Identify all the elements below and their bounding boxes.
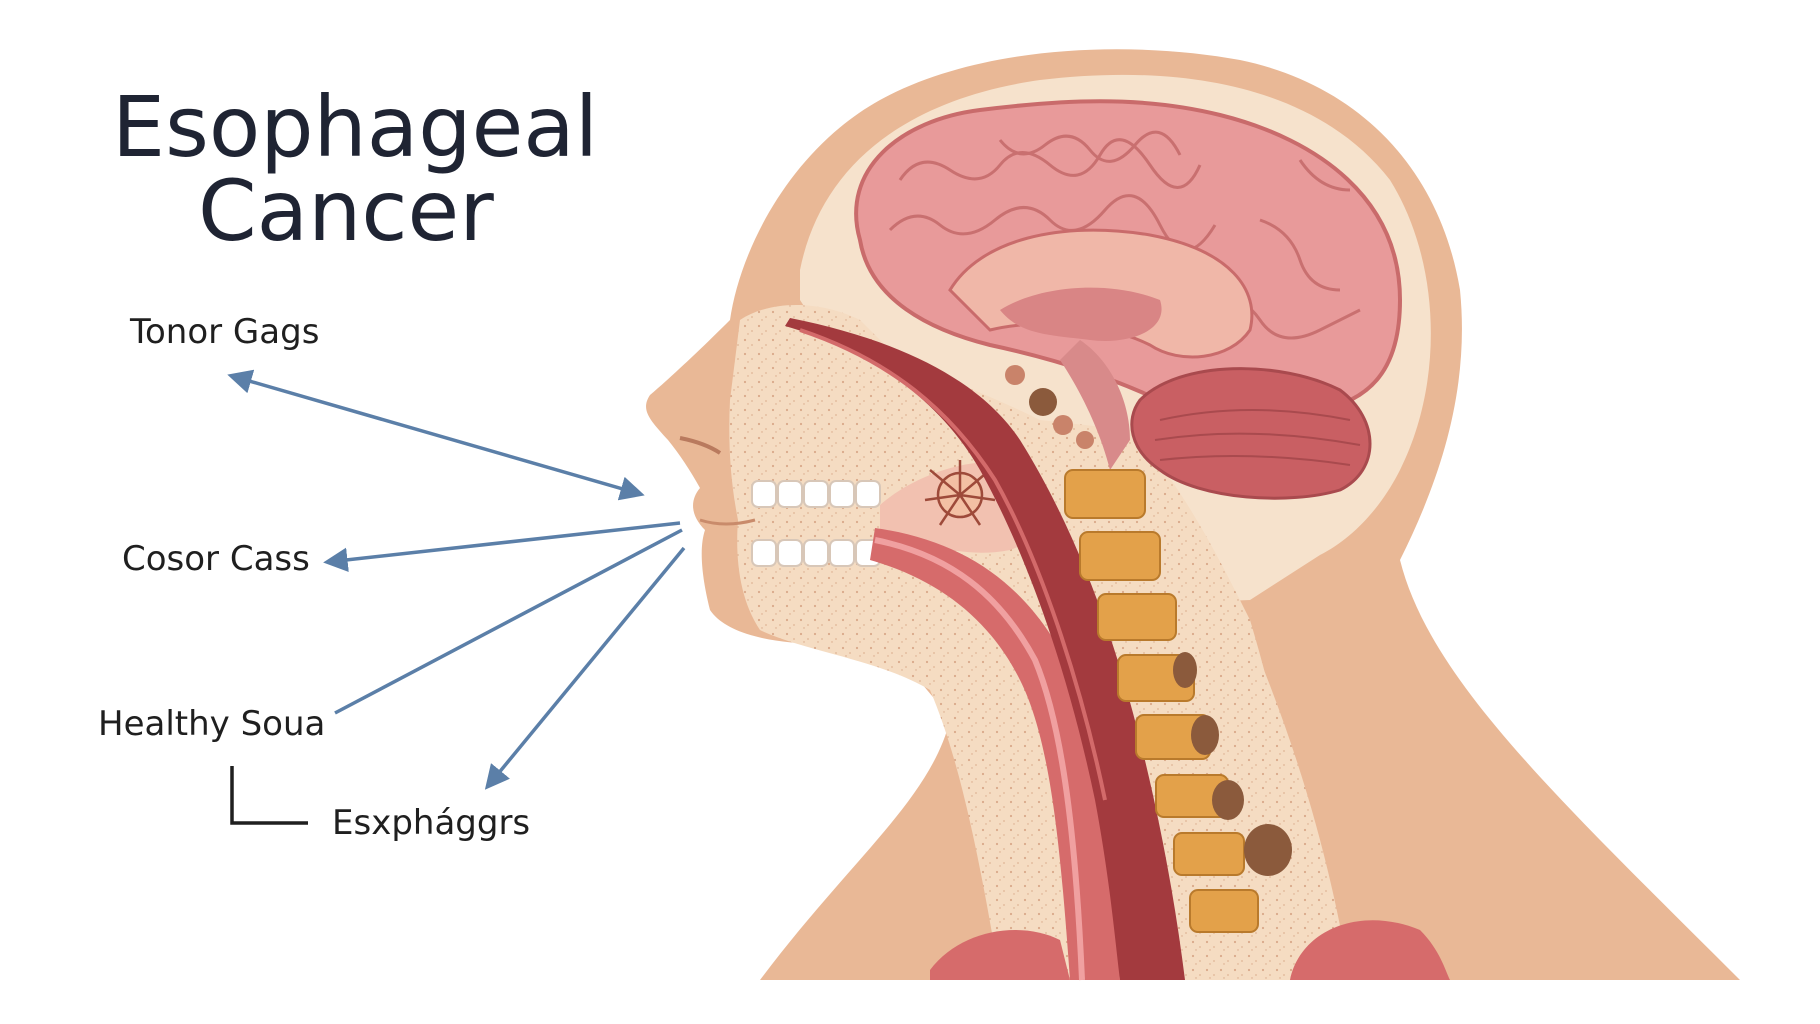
label-cosor-cass: Cosor Cass [122,539,310,579]
thalamus [1000,287,1162,341]
lung-right [1290,920,1450,980]
title-line-1: Esophageal [112,78,599,176]
upper-teeth [751,480,881,508]
title-line-2: Cancer [198,162,494,260]
label-esphaggrs: Esxphággrs [332,803,531,843]
arrow-tonor-gags [227,369,645,501]
label-healthy-soua: Healthy Soua [98,704,326,744]
lower-teeth [751,539,881,567]
lung-left [930,930,1070,980]
arrow-cosor-cass [323,521,681,573]
lip-line [699,518,756,526]
nostril [679,436,722,455]
esophagus [785,318,1185,980]
vertebrae [1064,469,1259,933]
tumor [924,460,996,526]
bracket-line [230,766,308,825]
label-tonor-gags: Tonor Gags [130,312,320,352]
glands [1005,365,1094,449]
throat [870,528,1120,980]
arrow-healthy-soua [334,528,683,715]
arrow-esphaggrs [484,546,686,790]
cerebellum-folds [1154,409,1361,466]
brainstem [1060,340,1130,470]
esophagus-highlight [799,328,1107,801]
spinal-discs [1173,652,1292,876]
throat-highlight [874,537,1085,981]
annotation-arrows [227,369,686,790]
